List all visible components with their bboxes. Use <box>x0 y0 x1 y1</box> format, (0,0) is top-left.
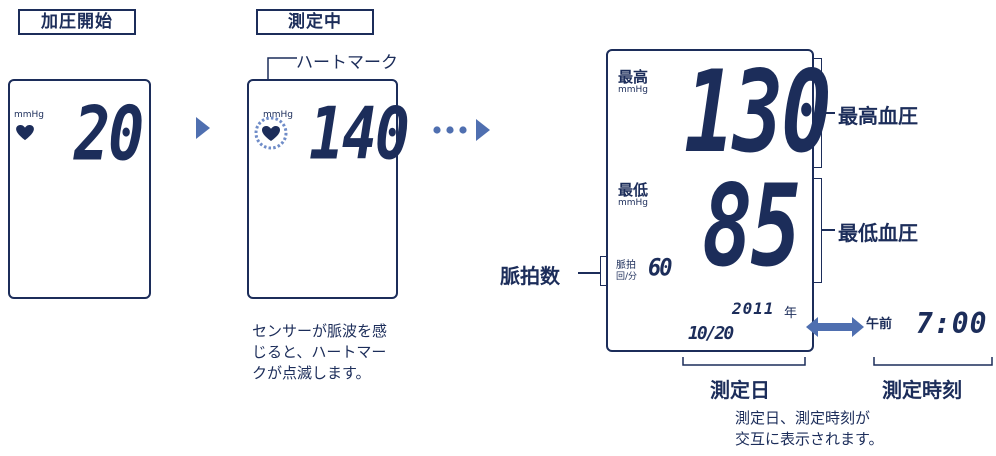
systolic-caption: 最高血圧 <box>838 104 918 128</box>
heart-note-line: センサーが脈波を感 <box>252 322 388 340</box>
heart-note-line: クが点滅します。 <box>252 364 371 382</box>
pressure-readout: 20 <box>74 90 144 179</box>
systolic-label: 最高 <box>618 68 649 86</box>
heart-flash-icon <box>254 116 288 150</box>
diastolic-label: 最低 <box>618 181 649 199</box>
year-unit: 年 <box>784 306 798 321</box>
diastolic-caption: 最低血圧 <box>838 221 918 245</box>
pressure-readout: 140 <box>309 90 410 176</box>
date-time-note-line: 測定日、測定時刻が <box>735 409 871 427</box>
lcd-panel-inflation: mmHg 20 <box>8 79 151 299</box>
lcd-panel-result: 最高 mmHg 130 最低 mmHg 85 脈拍 回/分 60 2011 年 … <box>606 49 832 352</box>
heart-note-line: じると、ハートマー <box>252 343 387 361</box>
start-inflation-tag: 加圧開始 <box>18 9 136 35</box>
unit-label: mmHg <box>263 110 294 120</box>
systolic-readout: 130 <box>684 45 832 178</box>
systolic-unit: mmHg <box>618 85 649 95</box>
date-time-note: 測定日、測定時刻が 交互に表示されます。 <box>735 408 884 450</box>
pulse-leader <box>578 272 600 274</box>
pulse-readout: 60 <box>648 254 672 283</box>
date-readout: 10/20 <box>688 323 734 344</box>
double-arrow-icon <box>806 317 864 337</box>
arrow-right-icon <box>196 117 210 139</box>
diastolic-readout: 85 <box>702 159 801 292</box>
diastolic-bracket <box>814 178 822 283</box>
diastolic-unit: mmHg <box>618 198 649 208</box>
heart-mark-label: ハートマーク <box>296 53 398 73</box>
pulse-label-bottom: 回/分 <box>616 272 638 282</box>
date-caption: 測定日 <box>710 378 770 402</box>
measuring-tag: 測定中 <box>256 9 374 35</box>
am-label: 午前 <box>866 317 893 332</box>
pulse-bracket <box>600 256 606 286</box>
pulse-label-top: 脈拍 <box>616 260 636 271</box>
date-bracket <box>682 357 806 366</box>
date-time-note-line: 交互に表示されます。 <box>735 430 884 448</box>
systolic-leader <box>821 112 835 114</box>
time-readout: 7:00 <box>916 307 988 340</box>
heart-icon <box>16 125 34 141</box>
arrow-right-icon <box>433 119 490 141</box>
diastolic-leader <box>821 229 835 231</box>
start-inflation-text: 加圧開始 <box>41 12 113 32</box>
unit-label: mmHg <box>14 110 45 120</box>
year-readout: 2011 <box>732 299 775 318</box>
pulse-caption: 脈拍数 <box>500 264 560 288</box>
lcd-panel-measuring: mmHg 140 <box>247 79 410 299</box>
measuring-text: 測定中 <box>288 12 342 32</box>
time-bracket <box>873 357 993 366</box>
time-caption: 測定時刻 <box>882 378 962 402</box>
heart-note: センサーが脈波を感 じると、ハートマー クが点滅します。 <box>252 321 387 384</box>
